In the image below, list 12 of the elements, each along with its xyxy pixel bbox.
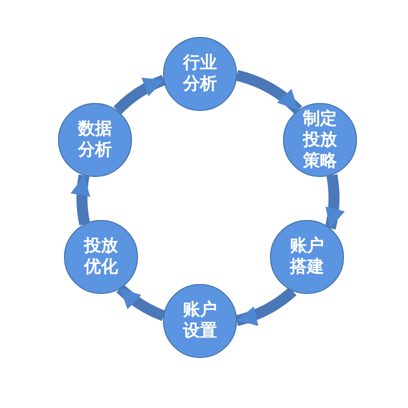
step-label: 行业分析	[182, 53, 218, 95]
step-label: 投放优化	[83, 236, 119, 278]
step-label: 数据分析	[77, 119, 113, 161]
step-label: 账户设置	[182, 300, 218, 342]
curved-arrow	[235, 286, 296, 326]
curved-arrow	[116, 284, 166, 321]
curved-arrow	[235, 70, 302, 114]
step-label: 制定投放策略	[302, 108, 338, 172]
curved-arrow	[324, 174, 344, 230]
curved-arrow	[71, 174, 92, 226]
step-label: 账户搭建	[289, 236, 325, 278]
curved-arrow	[114, 74, 166, 114]
